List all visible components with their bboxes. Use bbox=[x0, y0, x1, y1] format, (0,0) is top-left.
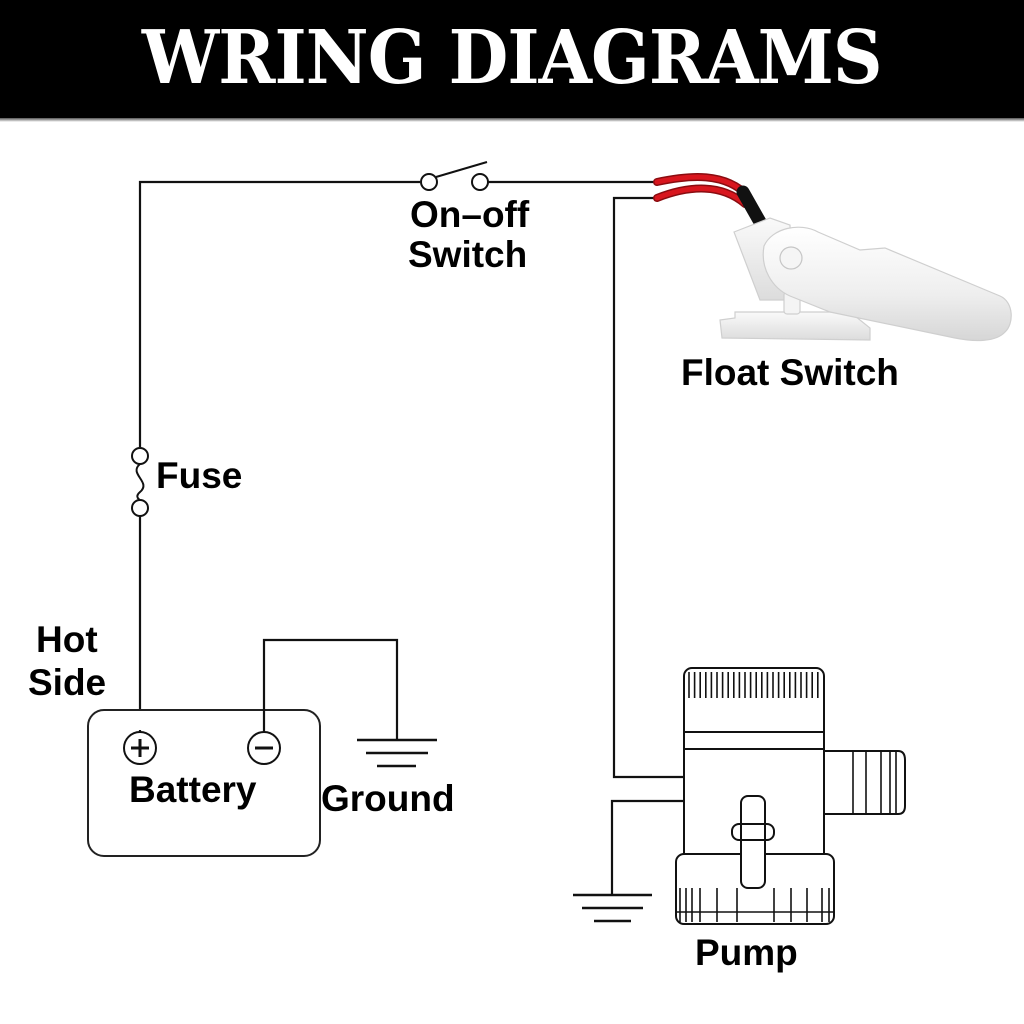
on-off-switch-label-line2: Switch bbox=[408, 234, 528, 275]
header-banner: WRING DIAGRAMS bbox=[0, 0, 1024, 120]
on-off-switch-label-line1: On–off bbox=[410, 194, 530, 235]
battery-symbol bbox=[87, 709, 321, 857]
pump-base-ribs bbox=[679, 888, 830, 922]
battery-ground-wire bbox=[262, 638, 399, 740]
float-return-wire bbox=[612, 196, 684, 779]
pump-symbol bbox=[675, 667, 906, 925]
pump-ground-wire bbox=[610, 799, 684, 895]
on-off-switch-symbol bbox=[420, 161, 489, 191]
float-switch-label: Float Switch bbox=[681, 352, 899, 393]
battery-label: Battery bbox=[129, 769, 257, 810]
float-switch-image bbox=[719, 217, 1012, 342]
battery-ground-symbol bbox=[357, 738, 437, 768]
header-divider bbox=[0, 118, 1024, 122]
hot-wire bbox=[138, 180, 660, 730]
hot-side-label-line1: Hot bbox=[36, 619, 98, 660]
pump-top-ribs bbox=[688, 672, 819, 698]
ground-label: Ground bbox=[321, 778, 455, 819]
pump-label: Pump bbox=[695, 932, 798, 973]
hot-side-label-line2: Side bbox=[28, 662, 107, 703]
pump-ground-symbol bbox=[573, 893, 652, 923]
fuse-symbol bbox=[131, 447, 149, 517]
pump-outlet-ribs bbox=[852, 751, 897, 814]
page-title: WRING DIAGRAMS bbox=[142, 15, 883, 101]
float-switch-leads bbox=[653, 173, 767, 229]
fuse-label: Fuse bbox=[156, 455, 243, 496]
